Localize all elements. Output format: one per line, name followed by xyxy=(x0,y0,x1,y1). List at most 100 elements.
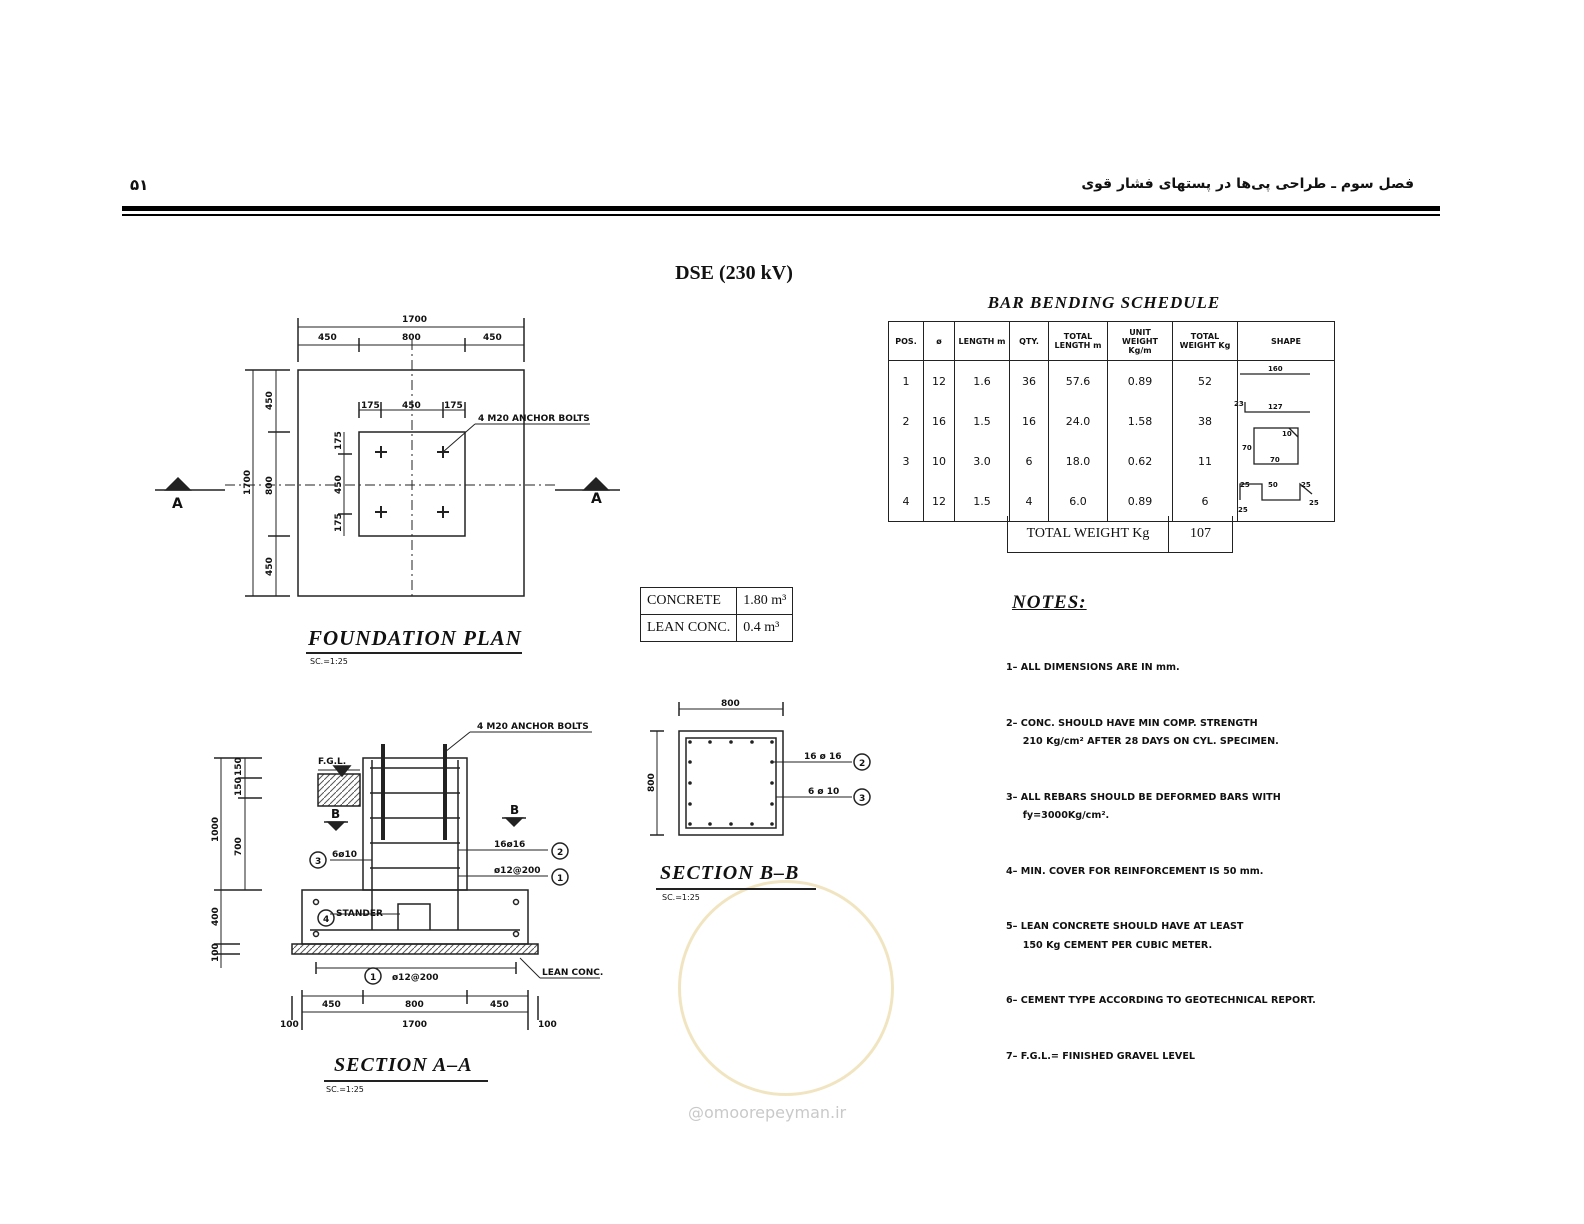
bb-bar3: 6 ø 10 xyxy=(808,787,839,797)
bb-bars xyxy=(688,740,774,826)
plan-dim-inner-450: 450 xyxy=(334,475,344,494)
note-item: 6– CEMENT TYPE ACCORDING TO GEOTECHNICAL… xyxy=(1006,995,1316,1006)
aa-circle-3: 3 xyxy=(315,857,321,867)
aa-dim-100b: 100 xyxy=(538,1020,557,1030)
aa-circle-1: 1 xyxy=(557,874,563,884)
section-bb-caption: SECTION B–B xyxy=(660,862,800,884)
aa-b-mark-right: B xyxy=(510,803,519,817)
aa-dim-150a: 150 xyxy=(234,757,244,776)
bbs-cell: 16 xyxy=(923,401,955,441)
page-header: ۵۱ فصل سوم ـ طراحی پی‌ها در پستهای فشار … xyxy=(122,170,1440,216)
aa-lean: LEAN CONC. xyxy=(542,968,603,978)
bbs-cell: 12 xyxy=(923,360,955,401)
bbs-shape-cell xyxy=(1237,481,1335,522)
note-item: 3– ALL REBARS SHOULD BE DEFORMED BARS WI… xyxy=(1006,791,1281,822)
section-arrow-right xyxy=(582,476,610,491)
bbs-cell: 1 xyxy=(888,360,924,401)
aa-anchor-label: 4 M20 ANCHOR BOLTS xyxy=(477,722,589,732)
bbs-cell: 24.0 xyxy=(1048,401,1108,441)
aa-dim-800: 800 xyxy=(405,1000,424,1010)
aa-lean xyxy=(291,943,539,955)
aa-bar4: STANDER xyxy=(336,909,383,919)
plan-dim-inner-175b: 175 xyxy=(334,513,344,532)
aa-dim-150b: 150 xyxy=(234,777,244,796)
bbs-cell: 0.89 xyxy=(1107,481,1173,522)
foundation-plan-labels: 1700 450 800 450 175 450 175 4 M20 ANCHO… xyxy=(172,315,602,576)
note-item: 5– LEAN CONCRETE SHOULD HAVE AT LEAST 15… xyxy=(1006,921,1244,951)
aa-bar2: 16ø16 xyxy=(494,840,525,850)
section-aa-scale: SC.=1:25 xyxy=(326,1085,364,1094)
watermark-logo xyxy=(678,880,894,1096)
bbs-header-total-length: TOTAL LENGTH m xyxy=(1048,321,1108,361)
bbs-cell: 11 xyxy=(1172,441,1238,481)
section-bb-labels: 800 800 16 ø 16 6 ø 10 2 3 xyxy=(647,699,865,804)
section-aa-labels: 4 M20 ANCHOR BOLTS F.G.L. B B 16ø16 ø12@… xyxy=(211,722,603,1030)
aa-dim-700: 700 xyxy=(234,837,244,856)
bbs-cell: 18.0 xyxy=(1048,441,1108,481)
bbs-header-total-weight: TOTAL WEIGHT Kg xyxy=(1172,321,1238,361)
plan-anchor-label: 4 M20 ANCHOR BOLTS xyxy=(478,414,590,424)
aa-bar1: ø12@200 xyxy=(494,866,541,876)
foundation-plan-scale: SC.=1:25 xyxy=(310,657,348,666)
bb-circle-2: 2 xyxy=(859,759,865,769)
aa-dim-100: 100 xyxy=(211,943,221,962)
aa-dim-400: 400 xyxy=(211,907,221,926)
bbs-cell: 0.89 xyxy=(1107,360,1173,401)
document-title: DSE (230 kV) xyxy=(675,262,793,284)
aa-bottom-bar: ø12@200 xyxy=(392,973,439,983)
bbs-cell: 2 xyxy=(888,401,924,441)
bbs-header-shape: SHAPE xyxy=(1237,321,1335,361)
bbs-cell: 12 xyxy=(923,481,955,522)
lean-value: 0.4 m³ xyxy=(736,614,794,642)
note-item: 4– MIN. COVER FOR REINFORCEMENT IS 50 mm… xyxy=(1006,865,1264,877)
section-bb-scale: SC.=1:25 xyxy=(662,893,700,902)
bbs-header-length: LENGTH m xyxy=(954,321,1010,361)
bb-bar2: 16 ø 16 xyxy=(804,752,842,762)
bbs-cell: 6 xyxy=(1009,441,1049,481)
aa-circle-2: 2 xyxy=(557,848,563,858)
plan-dim-total: 1700 xyxy=(402,315,427,325)
section-arrow-left xyxy=(164,476,192,491)
section-aa xyxy=(214,731,600,1030)
bbs-header-dia: ø xyxy=(923,321,955,361)
bbs-header-pos: POS. xyxy=(888,321,924,361)
watermark-text: @omoorepeyman.ir xyxy=(688,1103,847,1122)
bb-dim-top: 800 xyxy=(721,699,740,709)
plan-dim-450a: 450 xyxy=(318,333,337,343)
header-rule-thin xyxy=(122,214,1440,216)
aa-dim-1000: 1000 xyxy=(211,817,221,842)
bbs-cell: 0.62 xyxy=(1107,441,1173,481)
bb-outer xyxy=(678,730,784,836)
quantities-table: CONCRETE 1.80 m³ LEAN CONC. 0.4 m³ xyxy=(639,587,794,642)
plan-outer-square xyxy=(297,369,525,597)
aa-bar3: 6ø10 xyxy=(332,850,357,860)
caption-underline xyxy=(306,652,522,654)
plan-dim-left-450b: 450 xyxy=(265,557,275,576)
notes-title: NOTES: xyxy=(1012,592,1087,613)
bbs-header-qty: QTY. xyxy=(1009,321,1049,361)
aa-dim-450b: 450 xyxy=(490,1000,509,1010)
bbs-cell: 36 xyxy=(1009,360,1049,401)
bbs-cell: 6.0 xyxy=(1048,481,1108,522)
bbs-header-row: POS. ø LENGTH m QTY. TOTAL LENGTH m UNIT… xyxy=(888,321,1335,361)
bbs-cell: 6 xyxy=(1172,481,1238,522)
chapter-title: فصل سوم ـ طراحی پی‌ها در پستهای فشار قوی xyxy=(1081,176,1414,192)
plan-dim-175b: 175 xyxy=(444,401,463,411)
section-mark-left: A xyxy=(172,496,183,512)
aa-fgl: F.G.L. xyxy=(318,757,346,767)
aa-dim-1700: 1700 xyxy=(402,1020,427,1030)
note-item: 2– CONC. SHOULD HAVE MIN COMP. STRENGTH … xyxy=(1006,717,1279,748)
section-aa-caption: SECTION A–A xyxy=(334,1054,473,1076)
aa-circle-1b: 1 xyxy=(370,973,376,983)
header-rule-thick xyxy=(122,206,1440,211)
concrete-label: CONCRETE xyxy=(639,587,738,615)
bb-dim-left: 800 xyxy=(647,773,657,792)
bbs-shape-cell xyxy=(1237,401,1335,441)
bbs-cell: 57.6 xyxy=(1048,360,1108,401)
aa-b-mark-left: B xyxy=(331,807,340,821)
plan-dim-450c: 450 xyxy=(402,401,421,411)
note-item: 1– ALL DIMENSIONS ARE IN mm. xyxy=(1006,662,1180,673)
concrete-value: 1.80 m³ xyxy=(736,587,794,615)
plan-dim-175a: 175 xyxy=(361,401,380,411)
bb-stirrup xyxy=(685,737,777,829)
